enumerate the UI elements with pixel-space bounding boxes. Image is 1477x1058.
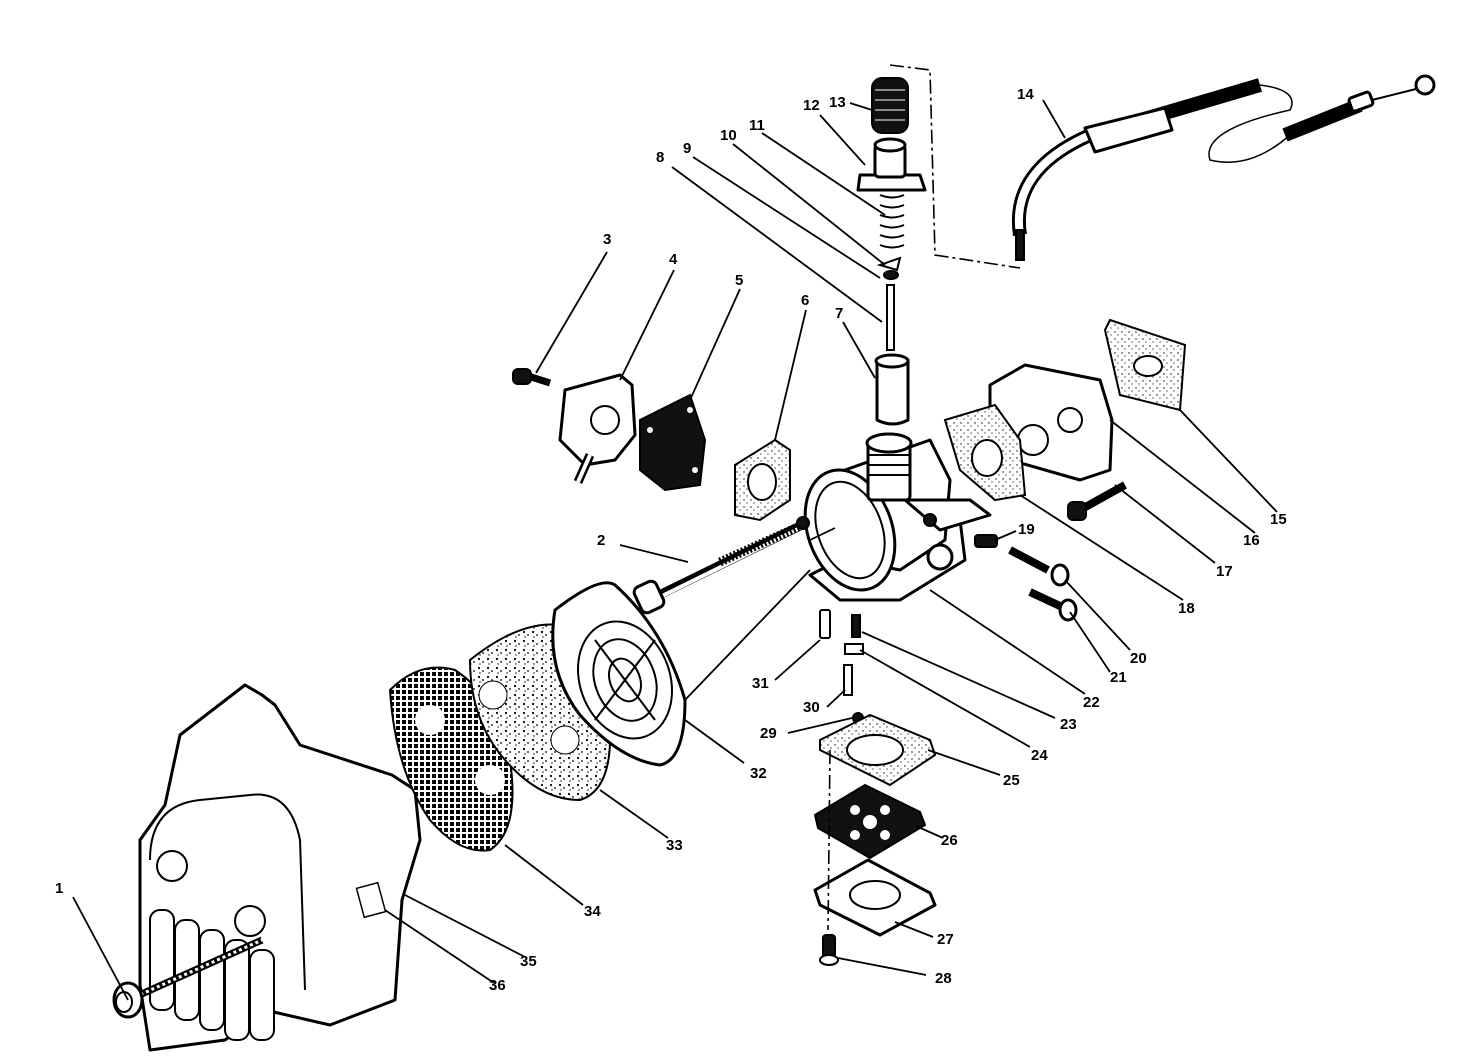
label-19: 19 (1018, 521, 1035, 538)
label-16: 16 (1243, 532, 1260, 549)
cover-screw (112, 936, 264, 1019)
label-20: 20 (1130, 650, 1147, 667)
leader-lines (72, 99, 1278, 1001)
label-14: 14 (1017, 86, 1034, 103)
label-2: 2 (597, 532, 605, 549)
label-36: 36 (489, 977, 506, 994)
carburetor-body (796, 432, 992, 602)
label-27: 27 (937, 931, 954, 948)
label-11: 11 (749, 117, 765, 134)
mixture-screws (974, 534, 1078, 622)
label-24: 24 (1031, 747, 1048, 764)
label-17: 17 (1216, 563, 1233, 580)
label-35: 35 (520, 953, 537, 970)
label-3: 3 (603, 231, 611, 248)
label-7: 7 (835, 305, 843, 322)
metering-diaphragm (813, 783, 927, 860)
label-33: 33 (666, 837, 683, 854)
air-filter-cover (138, 683, 422, 1052)
label-13: 13 (829, 94, 846, 111)
label-23: 23 (1060, 716, 1077, 733)
label-30: 30 (803, 699, 820, 716)
label-22: 22 (1083, 694, 1100, 711)
pump-screw (512, 368, 552, 387)
label-10: 10 (720, 127, 737, 144)
label-29: 29 (760, 725, 777, 742)
filter-base-plate (551, 581, 687, 767)
label-28: 28 (935, 970, 952, 987)
label-31: 31 (752, 675, 769, 692)
label-9: 9 (683, 140, 691, 157)
metering-gasket (819, 713, 937, 787)
label-15: 15 (1270, 511, 1287, 528)
label-26: 26 (941, 832, 958, 849)
label-21: 21 (1110, 669, 1127, 686)
label-25: 25 (1003, 772, 1020, 789)
throttle-cable (1011, 74, 1436, 261)
label-6: 6 (801, 292, 809, 309)
metering-cover (813, 858, 937, 937)
inner-gasket (943, 403, 1027, 502)
insulator-bolt (1067, 481, 1127, 521)
outer-gasket (1103, 318, 1187, 412)
label-12: 12 (803, 97, 820, 114)
cover-screw-small (819, 934, 839, 966)
long-bolt (632, 521, 802, 615)
label-34: 34 (584, 903, 601, 920)
pump-cover (558, 373, 637, 484)
label-1: 1 (55, 880, 63, 897)
label-18: 18 (1178, 600, 1195, 617)
throttle-assembly (856, 77, 927, 426)
label-8: 8 (656, 149, 664, 166)
label-32: 32 (750, 765, 767, 782)
metering-parts (819, 609, 864, 724)
label-5: 5 (735, 272, 743, 289)
pump-gasket (734, 438, 791, 522)
decal-label (355, 881, 387, 919)
part-labels: 1 2 3 4 5 6 7 8 9 10 11 12 13 14 15 16 1… (55, 86, 1287, 994)
label-4: 4 (669, 251, 678, 268)
pump-diaphragm (639, 393, 707, 492)
